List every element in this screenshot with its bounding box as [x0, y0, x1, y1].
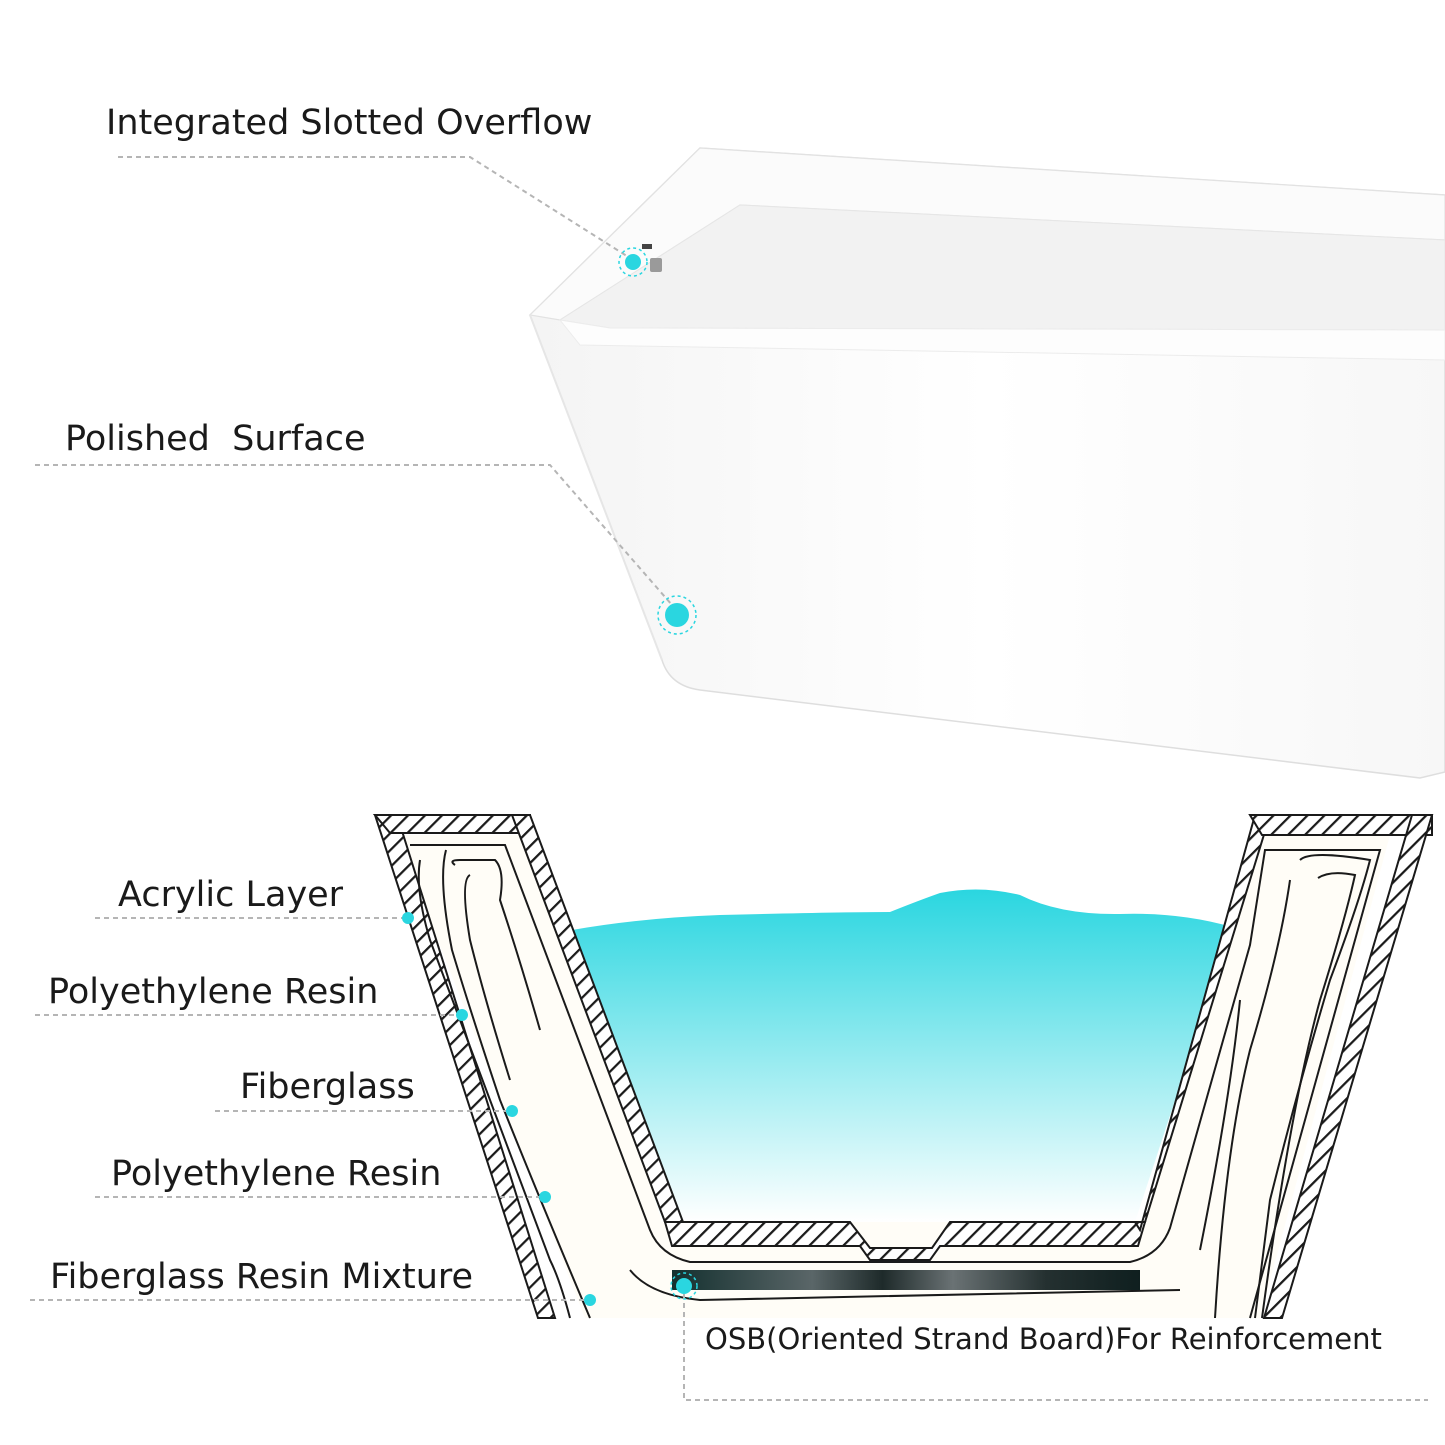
- right-outer-wall: [1262, 814, 1434, 1319]
- label-acrylic: Acrylic Layer: [118, 875, 344, 915]
- inner-layers: [397, 835, 1390, 1318]
- label-fiberglass-mix: Fiberglass Resin Mixture: [50, 1257, 474, 1297]
- top-leader-lines: [35, 156, 673, 606]
- osb-marker: [676, 1278, 692, 1294]
- fiberglass-mix-marker: [584, 1294, 596, 1306]
- label-poly-resin-2: Polyethylene Resin: [111, 1154, 442, 1194]
- label-overflow: Integrated Slotted Overflow: [106, 103, 593, 143]
- label-osb: OSB(Oriented Strand Board)For Reinforcem…: [705, 1322, 1382, 1356]
- label-fiberglass: Fiberglass: [240, 1067, 415, 1107]
- overflow-marker: [618, 247, 648, 277]
- bathtub-photo: [528, 147, 1445, 779]
- acrylic-marker: [402, 912, 414, 924]
- overflow-slot: [650, 258, 662, 272]
- osb-board: [672, 1270, 1140, 1290]
- poly-resin-2-marker: [539, 1191, 551, 1203]
- surface-marker: [657, 595, 697, 635]
- label-poly-resin-1: Polyethylene Resin: [48, 972, 379, 1012]
- cross-section: [372, 814, 1434, 1319]
- water: [572, 889, 1232, 1222]
- label-surface: Polished Surface: [65, 419, 366, 459]
- floor-wall: [663, 1221, 1147, 1261]
- fiberglass-marker: [506, 1105, 518, 1117]
- poly-resin-1-marker: [456, 1009, 468, 1021]
- bottom-leader-lines: [30, 917, 1428, 1401]
